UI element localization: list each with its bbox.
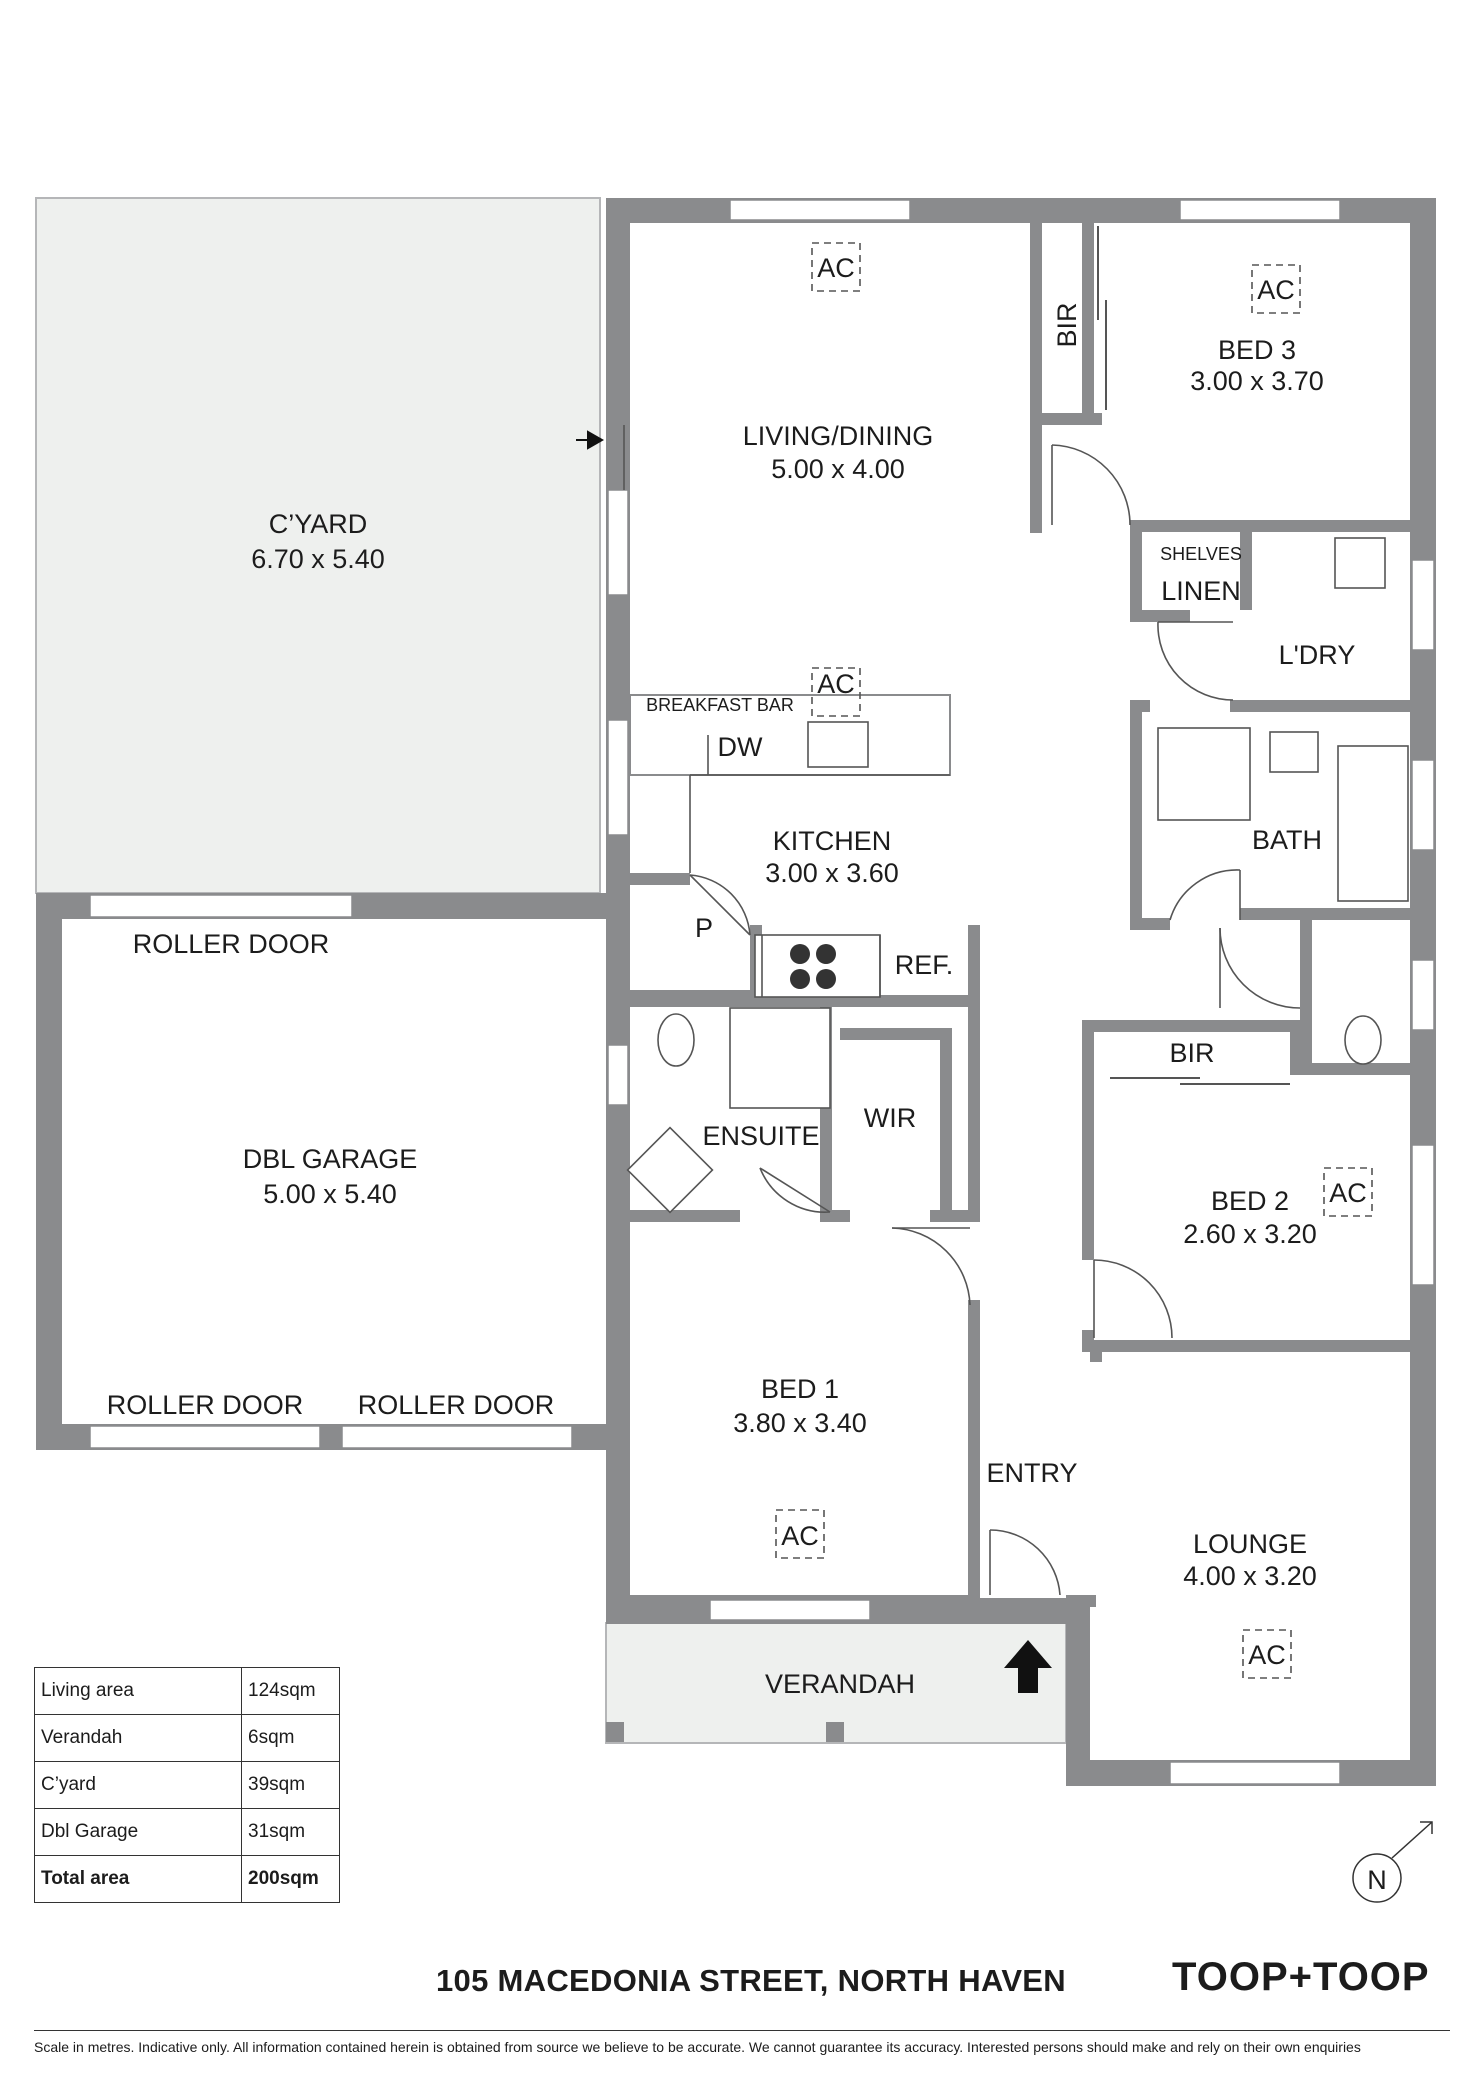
pantry-label: P (695, 913, 713, 943)
roller-door-right-label: ROLLER DOOR (358, 1390, 555, 1420)
linen-label: LINEN (1161, 576, 1241, 606)
bed1-size: 3.80 x 3.40 (733, 1408, 867, 1438)
area-value: 124sqm (241, 1667, 340, 1715)
room-labels: C’YARD 6.70 x 5.40 LIVING/DINING 5.00 x … (107, 253, 1387, 1895)
ac-lounge-label: AC (1248, 1640, 1286, 1670)
bir-bed3-label: BIR (1052, 302, 1082, 347)
doors (623, 425, 1301, 1596)
dbl-garage-size: 5.00 x 5.40 (263, 1179, 397, 1209)
entry-arrow-icon (1004, 1640, 1052, 1693)
area-label: C’yard (34, 1761, 242, 1809)
table-row: C’yard 39sqm (34, 1761, 340, 1809)
table-row: Living area 124sqm (34, 1667, 340, 1715)
ac-units (775, 242, 1373, 1679)
living-dining-name: LIVING/DINING (743, 421, 934, 451)
lounge-name: LOUNGE (1193, 1529, 1307, 1559)
bed1-name: BED 1 (761, 1374, 839, 1404)
area-label: Total area (34, 1855, 242, 1903)
lounge-size: 4.00 x 3.20 (1183, 1561, 1317, 1591)
table-row: Dbl Garage 31sqm (34, 1808, 340, 1856)
ac-bed2-label: AC (1329, 1178, 1367, 1208)
courtyard-name: C’YARD (269, 509, 368, 539)
fixtures (626, 537, 1409, 1214)
property-address: 105 MACEDONIA STREET, NORTH HAVEN (436, 1963, 1066, 1998)
breakfast-bar-label: BREAKFAST BAR (646, 695, 794, 715)
kitchen-size: 3.00 x 3.60 (765, 858, 899, 888)
table-row: Verandah 6sqm (34, 1714, 340, 1762)
laundry-name: L'DRY (1279, 640, 1356, 670)
area-table: Living area 124sqm Verandah 6sqm C’yard … (34, 1667, 340, 1903)
living-dining-size: 5.00 x 4.00 (771, 454, 905, 484)
ac-bed3-label: AC (1257, 275, 1295, 305)
entry-name: ENTRY (986, 1458, 1077, 1488)
ensuite-name: ENSUITE (702, 1121, 819, 1151)
area-label: Dbl Garage (34, 1808, 242, 1856)
area-value: 6sqm (241, 1714, 340, 1762)
area-label: Verandah (34, 1714, 242, 1762)
kitchen-name: KITCHEN (773, 826, 892, 856)
area-value: 200sqm (241, 1855, 340, 1903)
wir-name: WIR (864, 1103, 916, 1133)
brand-logo: TOOP+TOOP (1172, 1955, 1430, 1999)
bed3-name: BED 3 (1218, 335, 1296, 365)
ac-bed1-label: AC (781, 1521, 819, 1551)
footer-divider (34, 2030, 1450, 2031)
disclaimer-text: Scale in metres. Indicative only. All in… (34, 2039, 1361, 2055)
ac-living-label: AC (817, 253, 855, 283)
ac-kitchen-label: AC (817, 669, 855, 699)
courtyard-door-arrow-icon (576, 430, 605, 450)
area-label: Living area (34, 1667, 242, 1715)
north-compass-icon (1352, 1821, 1433, 1903)
shelves-label: SHELVES (1160, 544, 1242, 564)
bed3-size: 3.00 x 3.70 (1190, 366, 1324, 396)
bed2-size: 2.60 x 3.20 (1183, 1219, 1317, 1249)
refrigerator-label: REF. (895, 950, 954, 980)
bath-name: BATH (1252, 825, 1322, 855)
north-label: N (1367, 1865, 1387, 1895)
roller-door-top-label: ROLLER DOOR (133, 929, 330, 959)
courtyard-size: 6.70 x 5.40 (251, 544, 385, 574)
bed2-name: BED 2 (1211, 1186, 1289, 1216)
sliding-doors (1097, 226, 1290, 1085)
area-value: 39sqm (241, 1761, 340, 1809)
area-value: 31sqm (241, 1808, 340, 1856)
dbl-garage-name: DBL GARAGE (243, 1144, 418, 1174)
roller-door-left-label: ROLLER DOOR (107, 1390, 304, 1420)
courtyard-area (36, 198, 600, 893)
bir-bed2-label: BIR (1169, 1038, 1214, 1068)
table-row-total: Total area 200sqm (34, 1855, 340, 1903)
verandah-name: VERANDAH (765, 1669, 915, 1699)
windows (89, 199, 1435, 1785)
dishwasher-label: DW (718, 732, 763, 762)
